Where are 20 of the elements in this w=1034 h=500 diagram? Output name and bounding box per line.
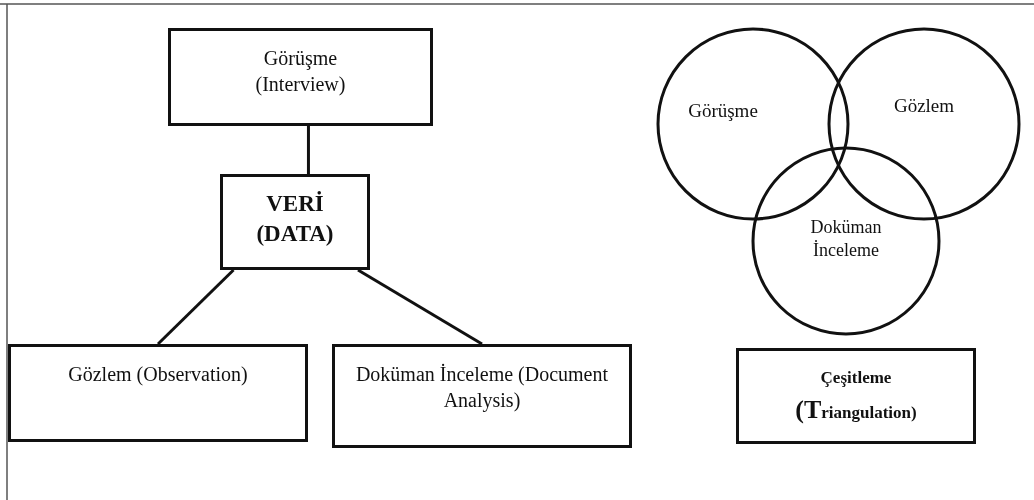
node-label: Doküman İnceleme (Document Analysis)	[354, 362, 610, 413]
node-label: Görüşme	[688, 99, 758, 123]
node-label: VERİ (DATA)	[255, 190, 335, 248]
connector-line	[357, 268, 483, 346]
node-label: Gözlem	[893, 94, 955, 118]
connector-line	[156, 268, 235, 346]
method-box	[8, 344, 308, 442]
method-box	[332, 344, 632, 448]
venn-circle	[827, 27, 1021, 221]
node-label: Doküman İnceleme	[809, 216, 883, 263]
node-label: Gözlem (Observation)	[68, 362, 248, 387]
venn-circle	[656, 27, 850, 221]
method-box	[168, 28, 433, 126]
method-box	[736, 348, 976, 444]
venn-circle	[751, 146, 941, 336]
method-box	[220, 174, 370, 270]
box-heading: Çeşitleme	[820, 367, 892, 389]
connector-line	[306, 126, 310, 174]
node-label: Görüşme (Interview)	[254, 46, 347, 97]
box-subtitle: (Triangulation)	[795, 394, 917, 427]
